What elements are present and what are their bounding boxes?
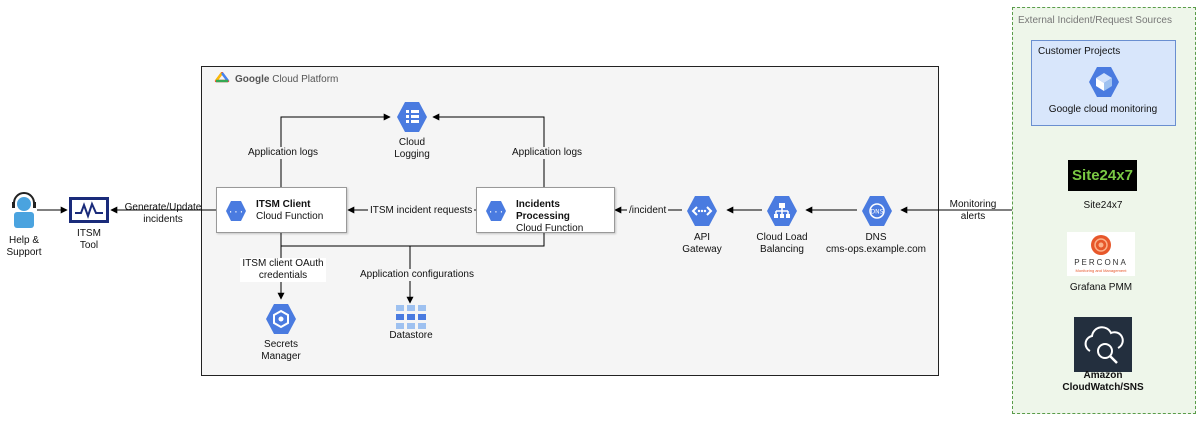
dns-label: DNS [865,232,887,243]
percona-tagline: Monitoring and Management [1075,268,1127,273]
percona-logo: PERCONA Monitoring and Management [1067,232,1135,276]
monitoring-alerts-label: Monitoring alerts [949,199,997,222]
datastore-icon [396,305,426,329]
cloud-functions-icon: (···) [485,201,507,221]
datastore-label: Datastore [389,330,433,341]
incidents-processing-function[interactable]: (···) Incidents Processing Cloud Functio… [476,187,615,234]
cloud-load-balancing-icon [767,196,797,226]
site24x7-label: Site24x7 [1083,200,1123,211]
cloud-logging-icon [397,102,427,132]
generate-update-label: Generate/Update incidents [124,202,202,225]
app-logs-right-label: Application logs [510,147,585,159]
gcp-title-bold: Google [235,73,270,85]
cloud-logging-label: Cloud Logging [394,137,430,160]
person-icon [12,192,36,228]
gcp-title-rest: Cloud Platform [269,73,339,85]
svg-text:(···): (···) [485,208,507,218]
cloudwatch-icon [1074,317,1132,372]
google-cloud-logo-icon [214,72,230,83]
itsm-tool-icon [69,197,109,223]
svg-text:(···): (···) [225,208,247,218]
customer-projects-label: Customer Projects [1038,46,1121,57]
secrets-manager-label: Secrets Manager [261,339,301,362]
gcm-label: Google cloud monitoring [1048,104,1158,115]
percona-mark-icon [1091,235,1111,255]
cloud-functions-icon: (···) [225,201,247,221]
help-support-label: Help & Support [6,235,42,258]
incident-path-label: /incident [627,205,669,217]
site24x7-logo-text: Site24x7 [1072,167,1133,184]
itsm-tool-label: ITSM Tool [77,228,101,251]
api-gateway-icon [687,196,717,226]
external-sources-title: External Incident/Request Sources [1018,15,1172,26]
svg-text:DNS: DNS [871,209,884,216]
dns-host-label: cms-ops.example.com [825,244,927,255]
gcp-header: Google Cloud Platform [214,71,338,87]
itsm-client-subtitle: Cloud Function [256,211,324,222]
edge-incidents-logs [432,113,545,187]
edge-client-logs [280,113,391,187]
app-logs-left-label: Application logs [246,147,321,159]
clb-label: Cloud Load Balancing [756,232,808,255]
incidents-processing-subtitle: Cloud Function [516,223,584,234]
grafana-pmm-label: Grafana PMM [1069,282,1133,293]
aws-label: Amazon CloudWatch/SNS [1062,370,1144,393]
itsm-client-title: ITSM Client [256,199,311,210]
site24x7-logo: Site24x7 [1068,160,1137,191]
itsm-requests-label: ITSM incident requests [368,205,475,217]
percona-wordmark: PERCONA [1074,258,1128,267]
edge-config-bus [281,233,545,247]
incidents-processing-title: Incidents Processing [516,199,570,222]
api-gateway-label: API Gateway [682,232,722,255]
itsm-client-function[interactable]: (···) ITSM Client Cloud Function [216,187,347,233]
oauth-label: ITSM client OAuth credentials [240,258,326,282]
cloud-dns-icon: DNS [862,196,892,226]
app-config-label: Application configurations [358,269,476,281]
gcm-icon [1089,67,1119,97]
secrets-manager-icon [266,304,296,334]
